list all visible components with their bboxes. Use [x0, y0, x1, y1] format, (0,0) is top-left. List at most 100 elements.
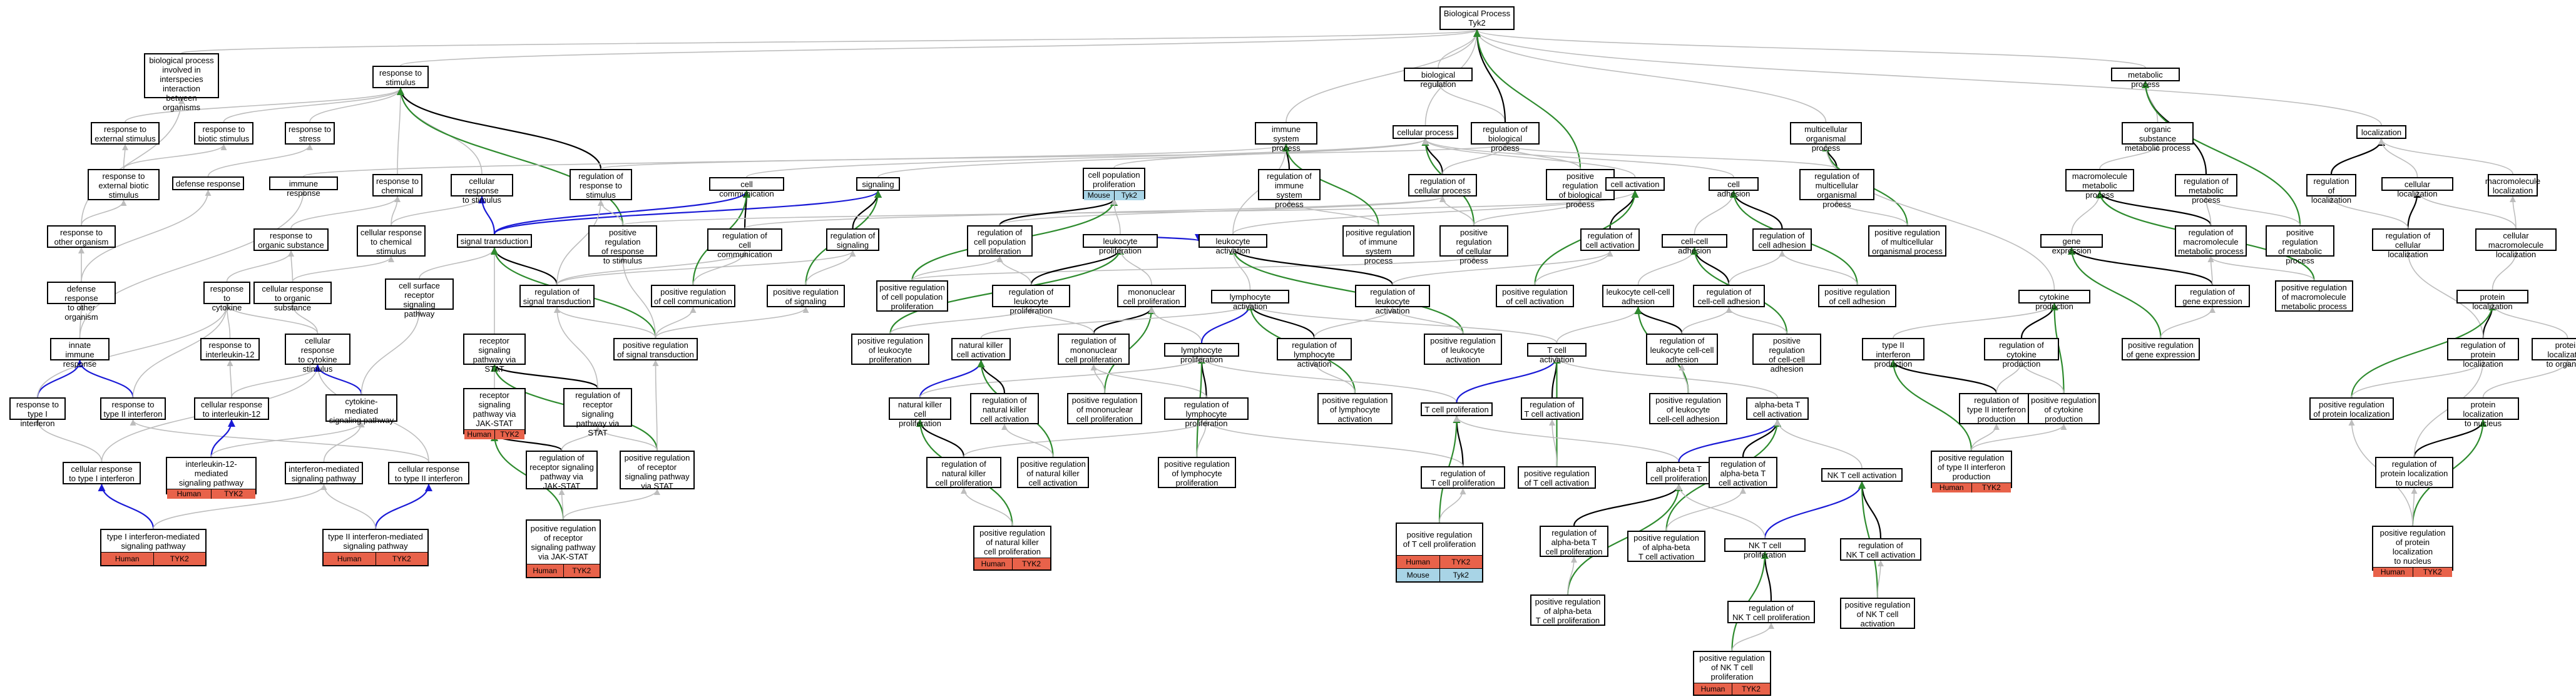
go-term-prot-loc-org[interactable]: protein localization to organelle	[2532, 338, 2576, 369]
go-term-cell-resp-org[interactable]: cellular response to organic substance	[253, 282, 332, 312]
go-term-reg-leuk-cc-adh[interactable]: regulation of leukocyte cell-cell adhesi…	[1646, 334, 1718, 365]
go-term-reg-leuk-prolif[interactable]: regulation of leukocyte proliferation	[992, 285, 1070, 315]
go-term-reg-cyto-prod[interactable]: regulation of cytokine production	[1984, 338, 2059, 369]
go-term-pos-reg-nkt-prolif[interactable]: positive regulation of NK T cell prolife…	[1693, 651, 1771, 696]
go-term-reg-macro-met[interactable]: regulation of macromolecule metabolic pr…	[2175, 225, 2247, 257]
go-term-resp-cytokine[interactable]: response to cytokine	[203, 282, 250, 312]
go-term-reg-bio[interactable]: regulation of biological process	[1471, 122, 1540, 153]
go-term-macro-loc[interactable]: macromolecule localization	[2485, 174, 2540, 196]
go-term-pos-reg-leuk-cc[interactable]: positive regulation of leukocyte cell-ce…	[1649, 393, 1727, 424]
go-term-reg-loc[interactable]: regulation of localization	[2306, 174, 2356, 205]
go-term-lymph-prolif[interactable]: lymphocyte proliferation	[1164, 343, 1239, 364]
go-term-cell-resp-t1[interactable]: cellular response to type I interferon	[63, 462, 141, 484]
go-term-pos-reg-lymph-act[interactable]: positive regulation of lymphocyte activa…	[1317, 393, 1393, 424]
go-term-reg-cell-comm[interactable]: regulation of cell communication	[707, 228, 782, 259]
go-term-resp-ext-biotic[interactable]: response to external biotic stimulus	[88, 169, 160, 200]
go-term-tcell-act[interactable]: T cell activation	[1527, 343, 1587, 364]
go-term-cell-resp-t2[interactable]: cellular response to type II interferon	[388, 462, 469, 484]
go-term-reg-leuk-act[interactable]: regulation of leukocyte activation	[1355, 285, 1430, 315]
go-term-reg-nkt-act[interactable]: regulation of NK T cell activation	[1840, 538, 1921, 561]
go-term-leuk-prolif[interactable]: leukocyte proliferation	[1083, 234, 1158, 255]
go-term-resp-biotic[interactable]: response to biotic stimulus	[194, 122, 253, 145]
go-term-pos-reg-resp[interactable]: positive regulation of response to stimu…	[588, 225, 657, 265]
go-term-reg-tcell-prolif[interactable]: regulation of T cell proliferation	[1421, 466, 1505, 489]
go-term-reg-cell-proc[interactable]: regulation of cellular process	[1408, 174, 1477, 196]
go-term-il12-path[interactable]: interleukin-12-mediated signaling pathwa…	[166, 457, 257, 499]
go-term-pos-reg-sig-trans[interactable]: positive regulation of signal transducti…	[613, 338, 698, 360]
go-term-reg-mono-prolif[interactable]: regulation of mononuclear cell prolifera…	[1058, 334, 1130, 365]
go-term-pos-reg-cell-comm[interactable]: positive regulation of cell communicatio…	[651, 285, 735, 307]
go-term-sig-trans[interactable]: signal transduction	[457, 234, 532, 248]
go-term-pos-reg-multi[interactable]: positive regulation of multicellular org…	[1868, 225, 1946, 257]
go-term-reg-sig[interactable]: regulation of signaling	[826, 228, 879, 251]
go-term-reg-multi[interactable]: regulation of multicellular organismal p…	[1799, 169, 1874, 209]
go-term-reg-lymph-prolif[interactable]: regulation of lymphocyte proliferation	[1164, 397, 1249, 428]
go-term-pos-reg-sig[interactable]: positive regulation of signaling	[767, 285, 845, 307]
go-term-pos-reg-prot-loc-nuc[interactable]: positive regulation of protein localizat…	[2372, 526, 2453, 577]
go-term-cc-adh[interactable]: cell-cell adhesion	[1662, 234, 1727, 255]
go-term-reg-nk-prolif[interactable]: regulation of natural killer cell prolif…	[926, 457, 1001, 488]
go-term-pos-reg-ab-prolif[interactable]: positive regulation of alpha-beta T cell…	[1530, 594, 1605, 626]
go-term-cell-resp-il12[interactable]: cellular response to interleukin-12	[194, 397, 269, 420]
go-term-resp-other[interactable]: response to other organism	[47, 225, 116, 248]
go-term-pos-reg-nk-prolif[interactable]: positive regulation of natural killer ce…	[973, 526, 1051, 571]
go-term-localization[interactable]: localization	[2356, 125, 2406, 139]
go-term-cell-comm[interactable]: cell communication	[709, 177, 784, 198]
go-term-def-other[interactable]: defense response to other organism	[47, 282, 116, 322]
go-term-ab-tcell-act[interactable]: alpha-beta T cell activation	[1746, 397, 1809, 420]
go-term-cytokine-prod[interactable]: cytokine production	[2018, 290, 2090, 311]
go-term-reg-imm[interactable]: regulation of immune system process	[1258, 169, 1321, 209]
go-term-reg-sig-trans[interactable]: regulation of signal transduction	[519, 285, 595, 307]
go-term-reg-lymph-act[interactable]: regulation of lymphocyte activation	[1277, 338, 1352, 369]
go-term-pos-reg-tcell-prolif[interactable]: positive regulation of T cell proliferat…	[1396, 523, 1483, 583]
go-term-reg-cell-act[interactable]: regulation of cell activation	[1580, 228, 1640, 251]
go-term-reg-cell-adh[interactable]: regulation of cell adhesion	[1752, 228, 1812, 251]
go-term-cell-act[interactable]: cell activation	[1605, 177, 1665, 191]
go-term-rec-stat[interactable]: receptor signaling pathway via STAT	[463, 334, 526, 374]
go-term-ifn-med[interactable]: interferon-mediated signaling pathway	[285, 462, 363, 484]
go-term-reg-cell-loc[interactable]: regulation of cellular localization	[2372, 228, 2444, 259]
go-term-nkt-act[interactable]: NK T cell activation	[1821, 468, 1903, 482]
go-term-t2-ifn-prod[interactable]: type II interferon production	[1862, 338, 1924, 369]
go-term-metab[interactable]: metabolic process	[2111, 68, 2180, 89]
go-term-cell-proc[interactable]: cellular process	[1393, 125, 1458, 139]
go-term-resp-chem[interactable]: response to chemical	[372, 174, 422, 196]
go-term-leuk-cc-adh[interactable]: leukocyte cell-cell adhesion	[1602, 285, 1674, 307]
go-term-reg-jak[interactable]: regulation of receptor signaling pathway…	[526, 451, 598, 491]
go-term-reg-prot-loc-nuc[interactable]: regulation of protein localization to nu…	[2375, 457, 2453, 488]
go-term-reg-cc-adh[interactable]: regulation of cell-cell adhesion	[1693, 285, 1765, 307]
go-term-bio-reg[interactable]: biological regulation	[1404, 68, 1473, 89]
go-term-cyto-med[interactable]: cytokine-mediated signaling pathway	[325, 394, 397, 425]
go-term-innate[interactable]: innate immune response	[50, 338, 110, 369]
go-term-cs-receptor[interactable]: cell surface receptor signaling pathway	[385, 278, 454, 319]
go-term-resp-org-sub[interactable]: response to organic substance	[253, 228, 329, 251]
go-term-cell-resp-stim[interactable]: cellular response to stimulus	[451, 174, 513, 205]
go-term-pos-reg-macro-met[interactable]: positive regulation of macromolecule met…	[2275, 280, 2353, 312]
go-term-pos-reg-cell-act[interactable]: positive regulation of cell activation	[1496, 285, 1574, 307]
go-term-cell-adh[interactable]: cell adhesion	[1709, 177, 1759, 198]
go-term-resp-t2[interactable]: response to type II interferon	[100, 397, 166, 420]
go-term-nkt-prolif[interactable]: NK T cell proliferation	[1724, 538, 1806, 559]
go-term-reg-tcell-act[interactable]: regulation of T cell activation	[1521, 397, 1583, 420]
go-term-reg-gene-expr[interactable]: regulation of gene expression	[2175, 285, 2250, 307]
go-term-pos-reg-t2-ifn[interactable]: positive regulation of type II interfero…	[1931, 451, 2012, 492]
go-term-reg-prot-loc[interactable]: regulation of protein localization	[2447, 338, 2519, 369]
go-term-reg-ab-tcell-prolif[interactable]: regulation of alpha-beta T cell prolifer…	[1540, 526, 1608, 557]
go-term-prot-loc-nuc[interactable]: protein localization to nucleus	[2447, 397, 2519, 428]
go-term-reg-ab-tcell-act[interactable]: regulation of alpha-beta T cell activati…	[1709, 457, 1777, 488]
go-term-resp-stress[interactable]: response to stress	[285, 122, 335, 145]
go-term-t2-ifn-path[interactable]: type II interferon-mediated signaling pa…	[322, 529, 429, 566]
go-term-ab-tcell-prolif[interactable]: alpha-beta T cell proliferation	[1646, 462, 1712, 484]
go-term-gene-expr[interactable]: gene expression	[2040, 234, 2103, 255]
go-term-reg-nkt-prolif[interactable]: regulation of NK T cell proliferation	[1727, 601, 1815, 623]
go-term-pos-reg-cell-proc[interactable]: positive regulation of cellular process	[1439, 225, 1508, 265]
go-term-reg-t2-ifn[interactable]: regulation of type II interferon product…	[1959, 393, 2034, 424]
go-term-nk-prolif[interactable]: natural killer cell proliferation	[889, 397, 951, 428]
go-term-cell-loc[interactable]: cellular localization	[2381, 177, 2453, 198]
go-term-pos-reg-cell-pop[interactable]: positive regulation of cell population p…	[876, 280, 948, 312]
go-term-resp-t1[interactable]: response to type I interferon	[9, 397, 66, 428]
go-term-pos-reg-cyto[interactable]: positive regulation of cytokine producti…	[2028, 393, 2100, 424]
go-term-multi[interactable]: multicellular organismal process	[1790, 122, 1862, 153]
